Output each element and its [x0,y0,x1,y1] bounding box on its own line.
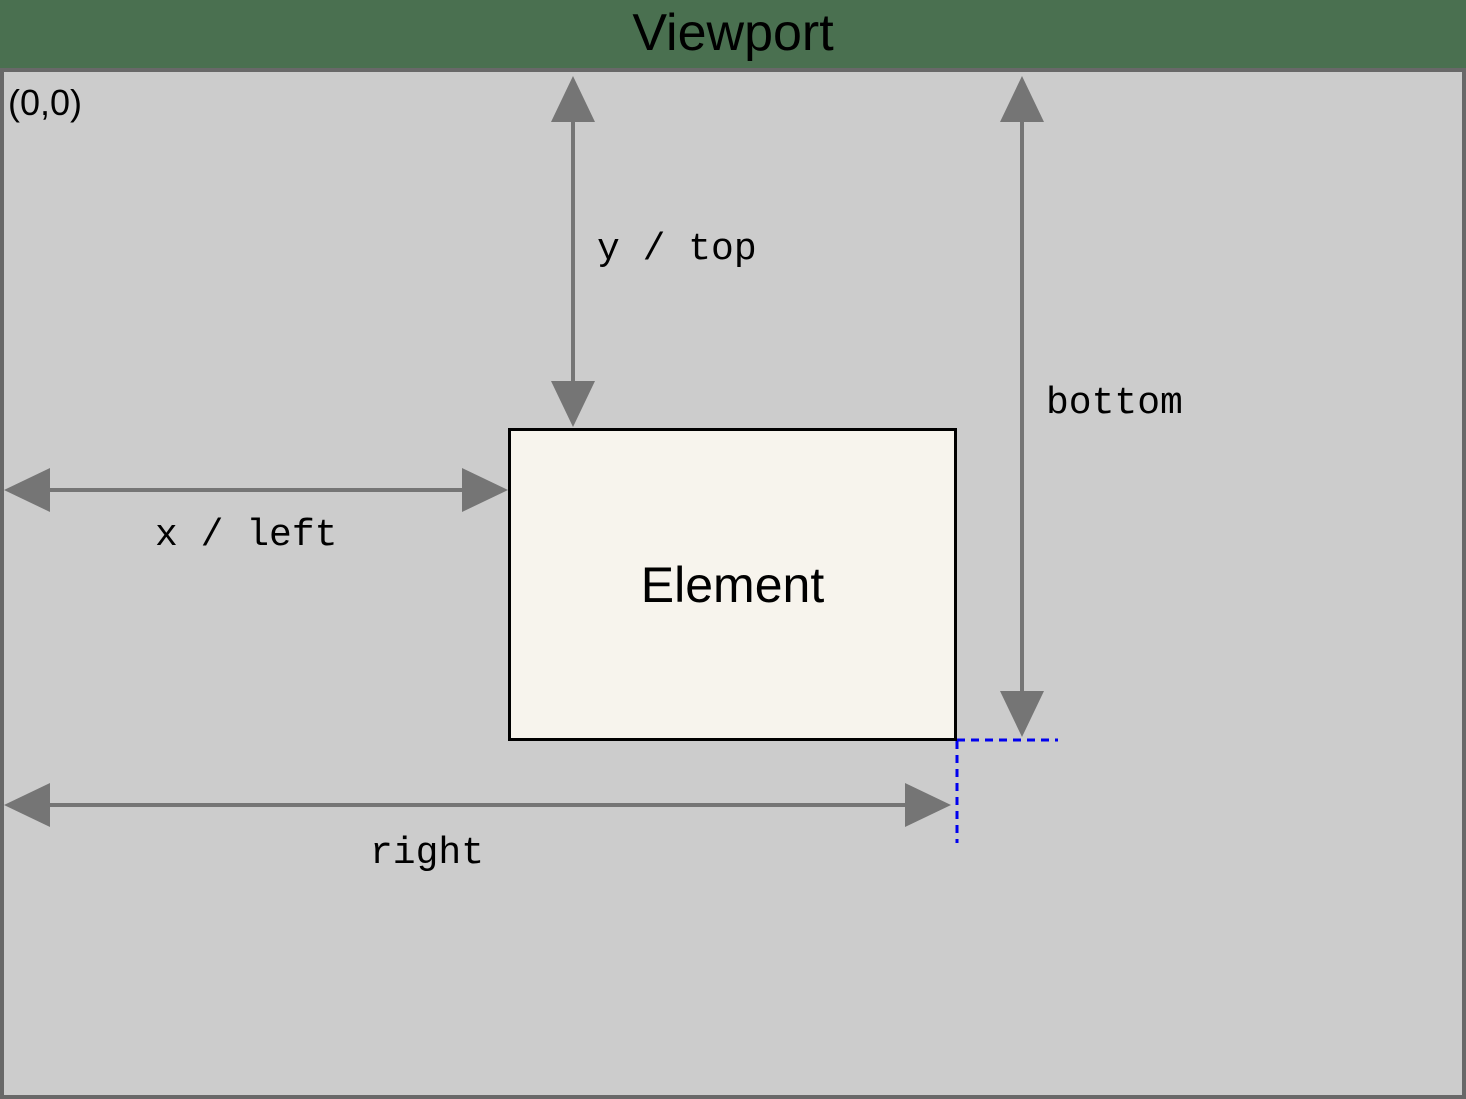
origin-coordinate-label: (0,0) [8,82,83,123]
element-box: Element [508,428,957,741]
element-label: Element [640,556,825,613]
x-left-label: x / left [155,514,338,557]
page-title: Viewport [632,4,834,62]
right-label: right [370,832,485,875]
bottom-label: bottom [1046,382,1183,425]
y-top-label: y / top [597,228,757,271]
